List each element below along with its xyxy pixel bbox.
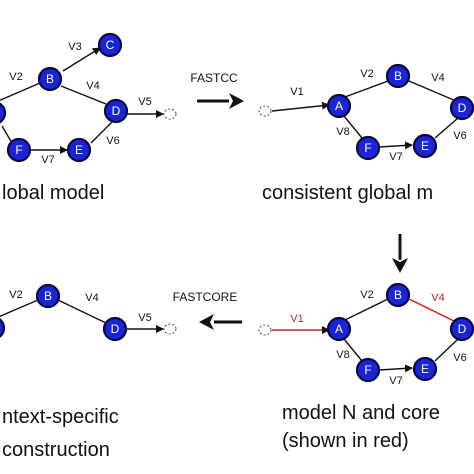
edge-v7: [378, 364, 413, 373]
svg-text:D: D: [458, 101, 467, 115]
edge-label-v3: V3: [68, 41, 81, 53]
edge-label-v6: V6: [453, 130, 466, 142]
edge-v2: [344, 80, 389, 98]
edge-label-v6: V6: [106, 135, 119, 147]
node-e: E: [412, 133, 438, 159]
panel-consistent-model: V1 V2 V4 V6 V7 V8 A B D E F consistent g…: [258, 63, 474, 204]
svg-text:E: E: [421, 362, 429, 376]
edge-label-v5: V5: [138, 312, 151, 324]
node-d: D: [449, 95, 474, 121]
edge-label-v1: V1: [290, 86, 303, 98]
external-node: [258, 105, 272, 117]
node-b: B: [35, 283, 61, 309]
edge-v6: [434, 338, 459, 362]
svg-text:E: E: [421, 139, 429, 153]
edge-v1: [271, 101, 330, 112]
edge-v3: [62, 47, 101, 72]
arrow-fastcore-head: [199, 314, 214, 330]
edge-label-v8: V8: [336, 349, 349, 361]
edge-v4-core: [408, 298, 457, 323]
edge-label-v2: V2: [360, 68, 373, 80]
edge-label-v8: V8: [336, 126, 349, 138]
edge-label-v1: V1: [290, 313, 303, 325]
external-node: [258, 324, 272, 336]
external-node: [163, 108, 177, 120]
node-c: C: [97, 32, 123, 58]
node-f: F: [6, 137, 32, 163]
node-f: F: [355, 135, 381, 161]
edge-label-v4: V4: [431, 72, 444, 84]
edge-v4: [60, 85, 107, 105]
external-node: [163, 323, 177, 335]
edge-v2: [0, 82, 41, 102]
step-down-arrow: [392, 234, 408, 273]
node-d: D: [103, 98, 129, 124]
edge-label-v4: V4: [431, 292, 444, 304]
edge-v8: [343, 115, 363, 139]
node-b: B: [37, 66, 63, 92]
edge-left-f: [1, 125, 13, 144]
edge-v7: [378, 141, 413, 150]
node-f: F: [355, 357, 381, 383]
svg-text:E: E: [75, 143, 83, 157]
node-a: A: [326, 93, 352, 119]
svg-text:B: B: [394, 288, 402, 302]
svg-text:F: F: [364, 141, 371, 155]
edge-label-v5: V5: [138, 96, 151, 108]
svg-text:C: C: [106, 38, 115, 52]
node-b: B: [385, 63, 411, 89]
node-e: E: [412, 356, 438, 382]
step-fastcore: FASTCORE: [173, 290, 242, 330]
edge-v6: [90, 121, 113, 144]
edge-label-v4: V4: [85, 292, 98, 304]
svg-text:A: A: [335, 99, 343, 113]
node-partial-left: [0, 102, 7, 124]
svg-text:B: B: [44, 289, 52, 303]
step-label-fastcore: FASTCORE: [173, 290, 238, 304]
node-b: B: [385, 282, 411, 308]
edge-v2: [344, 298, 389, 321]
svg-text:F: F: [364, 363, 371, 377]
edge-label-v2: V2: [9, 289, 22, 301]
edge-label-v7: V7: [41, 154, 54, 166]
caption-context-line1: ntext-specific: [2, 406, 119, 428]
edge-label-v2: V2: [360, 289, 373, 301]
panel-global-model: V2 V3 V4 V5 V6 V7 B C D E F lobal mo: [0, 32, 177, 204]
node-partial-left: [0, 318, 6, 338]
node-e: E: [66, 137, 92, 163]
caption-consistent-model: consistent global m: [262, 182, 433, 204]
edge-v8: [343, 338, 363, 362]
svg-text:B: B: [394, 69, 402, 83]
edge-label-v6: V6: [453, 352, 466, 364]
edge-v4: [57, 299, 107, 324]
step-fastcc: FASTCC: [190, 71, 244, 109]
edge-label-v4: V4: [86, 80, 99, 92]
svg-text:D: D: [458, 322, 467, 336]
edge-v2: [0, 299, 39, 318]
caption-model-core-line1: model N and core: [282, 402, 440, 424]
edge-label-v7: V7: [389, 375, 402, 387]
arrow-fastcc-head: [229, 93, 244, 109]
svg-text:D: D: [112, 104, 121, 118]
svg-text:A: A: [335, 322, 343, 336]
edge-label-v7: V7: [389, 151, 402, 163]
svg-text:D: D: [111, 322, 120, 336]
caption-model-core-line2: (shown in red): [282, 430, 409, 452]
node-d: D: [102, 316, 128, 342]
caption-context-line2: construction: [2, 439, 110, 461]
panel-context-specific: V2 V4 V5 B D ntext-specific construction: [0, 283, 177, 461]
caption-global-model: lobal model: [2, 182, 104, 204]
edge-label-v2: V2: [9, 71, 22, 83]
node-d: D: [449, 316, 474, 342]
step-label-fastcc: FASTCC: [190, 71, 238, 85]
svg-text:F: F: [15, 143, 22, 157]
edge-v6: [434, 117, 459, 139]
svg-text:B: B: [46, 72, 54, 86]
node-a: A: [326, 316, 352, 342]
edge-v4: [408, 80, 457, 102]
panel-model-and-core: V1 V2 V4 V6 V7 V8 A B D E F model N and …: [258, 282, 474, 452]
